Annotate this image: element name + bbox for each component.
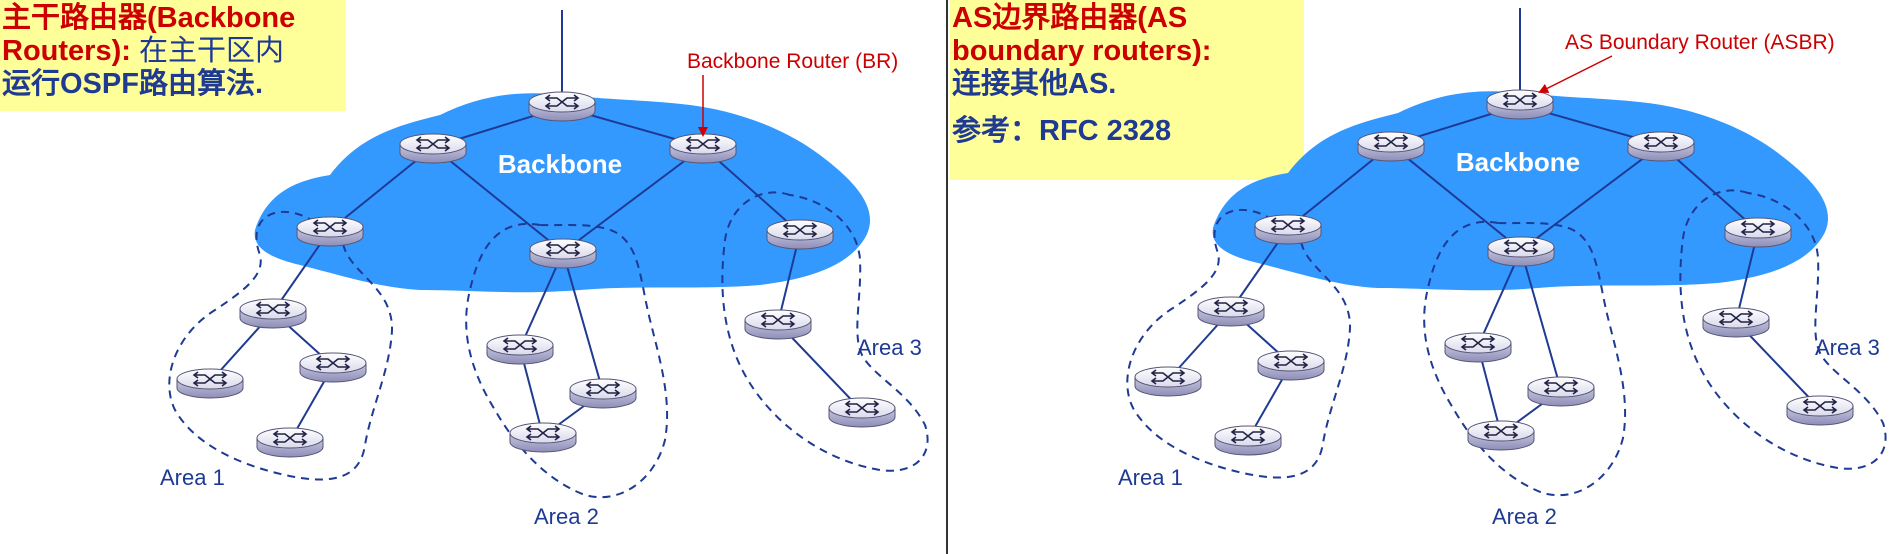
left-area2-label: Area 2 <box>534 504 599 529</box>
right-backbone-label: Backbone <box>1456 147 1580 177</box>
right-note-line4: 参考：RFC 2328 <box>952 115 1172 147</box>
left-backbone-label: Backbone <box>498 149 622 179</box>
right-area2-label: Area 2 <box>1492 504 1557 529</box>
left-panel: Backbone Area 1 Area 2 Area 3 Backbone R… <box>160 10 928 529</box>
left-area1-label: Area 1 <box>160 465 225 490</box>
right-area1-label: Area 1 <box>1118 465 1183 490</box>
right-callout-arrow <box>1538 55 1613 93</box>
panel-divider <box>946 0 948 554</box>
right-note-line3: 连接其他AS. <box>952 68 1117 100</box>
left-area3-label: Area 3 <box>857 335 922 360</box>
right-note-line1: AS边界路由器(AS <box>952 2 1188 34</box>
left-note-line2: Routers): 在主干区内 <box>2 35 284 67</box>
right-note-box: AS边界路由器(AS boundary routers): 连接其他AS. 参考… <box>950 0 1304 180</box>
left-note-line3: 运行OSPF路由算法. <box>2 68 264 100</box>
left-router-callout: Backbone Router (BR) <box>687 50 898 73</box>
right-note-line2: boundary routers): <box>952 35 1212 67</box>
left-note-line1: 主干路由器(Backbone <box>2 2 296 34</box>
right-panel: Backbone Area 1 Area 2 Area 3 AS Boundar… <box>1118 8 1886 529</box>
left-note-box: 主干路由器(Backbone Routers): 在主干区内 运行OSPF路由算… <box>0 0 346 111</box>
right-area3-label: Area 3 <box>1815 335 1880 360</box>
right-router-callout: AS Boundary Router (ASBR) <box>1565 31 1835 54</box>
